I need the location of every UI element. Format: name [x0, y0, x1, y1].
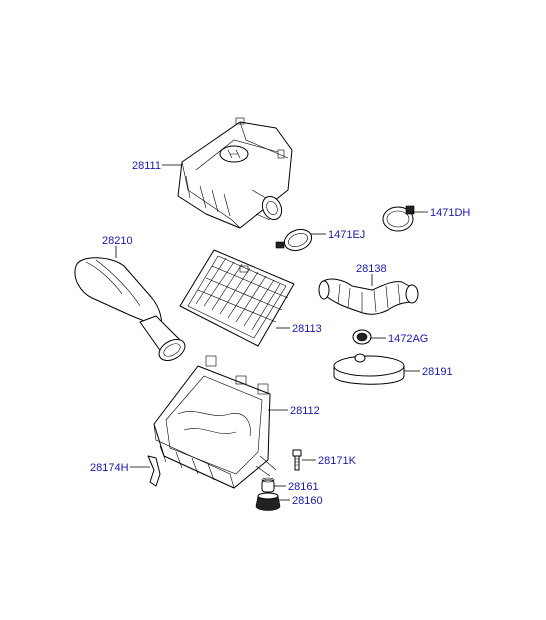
- intake-hose[interactable]: [318, 278, 419, 315]
- bolt[interactable]: [292, 449, 302, 471]
- label-1472ag[interactable]: 1472AG: [388, 333, 428, 345]
- label-28111[interactable]: 28111: [132, 160, 161, 172]
- grommet[interactable]: [261, 477, 275, 493]
- hyundai-logo-icon: [219, 145, 249, 163]
- label-1471dh[interactable]: 1471DH: [430, 207, 470, 219]
- hose-clamp-1472ag[interactable]: [352, 329, 372, 345]
- part-labels: 28111 1471EJ 1471DH 28210 28138 28113 14…: [90, 160, 470, 507]
- air-intake-duct[interactable]: [74, 257, 189, 365]
- label-1471ej[interactable]: 1471EJ: [328, 229, 365, 241]
- hose-clamp-1471dh[interactable]: [382, 205, 415, 232]
- label-28160[interactable]: 28160: [292, 495, 323, 507]
- label-28191[interactable]: 28191: [422, 366, 453, 378]
- label-28138[interactable]: 28138: [356, 263, 387, 275]
- label-28210[interactable]: 28210: [102, 235, 133, 247]
- leader-lines: [115, 164, 428, 501]
- label-28113[interactable]: 28113: [292, 323, 322, 335]
- air-cleaner-lower-case[interactable]: [153, 355, 277, 489]
- air-filter-element[interactable]: [179, 249, 295, 347]
- resonator[interactable]: [333, 353, 405, 385]
- hose-clamp-1471ej[interactable]: [275, 226, 315, 254]
- label-28161[interactable]: 28161: [288, 481, 319, 493]
- insulator[interactable]: [255, 492, 281, 511]
- label-28174h[interactable]: 28174H: [90, 462, 129, 474]
- label-28171k[interactable]: 28171K: [318, 455, 357, 467]
- label-28112[interactable]: 28112: [290, 405, 320, 417]
- air-cleaner-cover[interactable]: [177, 117, 293, 229]
- mounting-bracket[interactable]: [147, 455, 161, 487]
